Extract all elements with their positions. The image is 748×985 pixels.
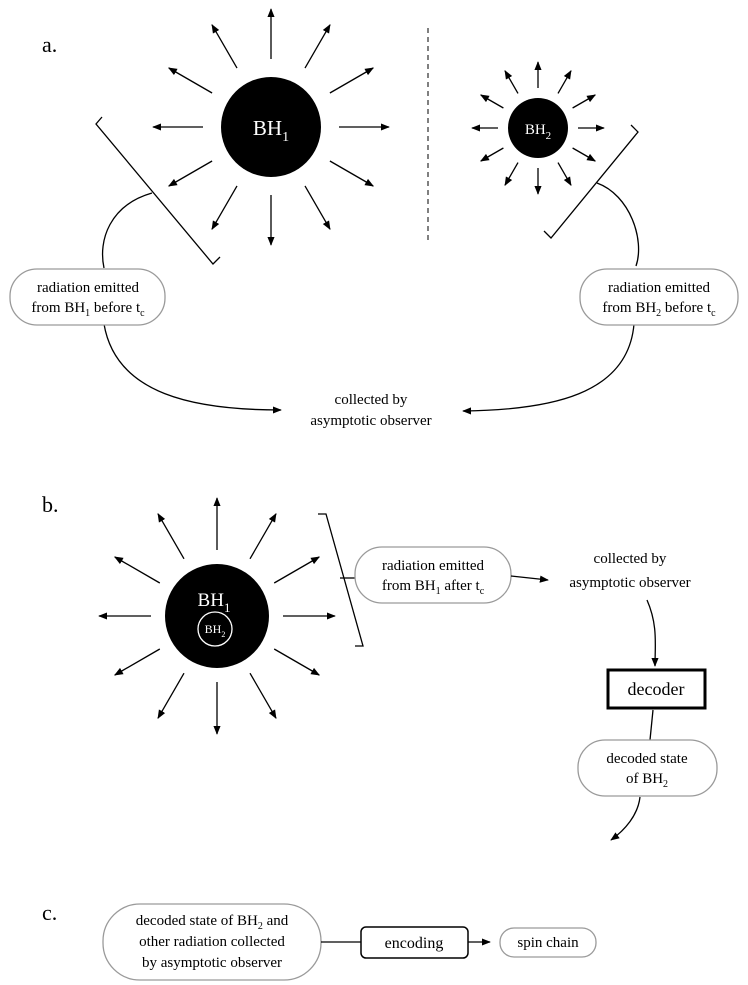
radiation-arrow [157, 513, 185, 560]
radiation-arrow [211, 185, 238, 230]
decoder-output-line [649, 709, 654, 741]
radiation-bh1-after-line1: radiation emitted [382, 558, 485, 574]
radiation-arrow [480, 94, 504, 109]
bracket1-connector [101, 192, 153, 269]
collected-by-b-line1: collected by [594, 551, 667, 567]
radiation-arrow [480, 147, 504, 162]
radiation-bh2-before-bubble [579, 268, 739, 326]
collected-by-b-line2: asymptotic observer [569, 575, 690, 591]
radiation-bh1-after-bubble [354, 546, 512, 604]
bh1-radiation-rays [152, 8, 390, 246]
decoder-box [606, 668, 707, 710]
radiation-arrow [329, 67, 374, 94]
panel-a-label: a. [42, 32, 57, 57]
black-hole-2-inner [197, 611, 233, 647]
bh2-inner-label: BH2 [205, 622, 226, 639]
arrow-from-decoded-state [610, 796, 641, 841]
collected-by-line2: asymptotic observer [310, 413, 431, 429]
radiation-bh1-after-line2: from BH1 after tc [382, 578, 485, 597]
radiation-arrow [504, 162, 519, 186]
radiation-bh2-before-line1: radiation emitted [608, 280, 711, 296]
radiation-arrow [572, 94, 596, 109]
radiation-arrow [114, 648, 161, 676]
radiation-arrow [273, 648, 320, 676]
radiation-arrow [329, 160, 374, 187]
radiation-arrow [304, 24, 331, 69]
bh2-radiation-rays [471, 61, 605, 195]
decoded-state-line2: of BH2 [626, 771, 668, 790]
decoder-label: decoder [628, 679, 685, 699]
decoded-state-bubble [577, 739, 718, 797]
spin-chain-bubble [499, 927, 597, 958]
radiation-bh1-before-line2: from BH1 before tc [31, 300, 145, 319]
radiation-arrow [304, 185, 331, 230]
encoding-label: encoding [385, 935, 444, 952]
radiation-bh2-before-line2: from BH2 before tc [602, 300, 716, 319]
radiation-arrow [168, 67, 213, 94]
radiation-arrow [557, 70, 572, 94]
radiation-arrow [168, 160, 213, 187]
radiation-arrow [157, 672, 185, 719]
black-hole-2 [508, 98, 568, 158]
black-hole-1-merged [165, 564, 269, 668]
panel-c-line1: decoded state of BH2 and [136, 913, 289, 932]
arrow-to-decoder [646, 599, 659, 667]
arrow-to-observer-left [103, 323, 282, 414]
panel-c-line3: by asymptotic observer [142, 955, 282, 971]
panel-b-label: b. [42, 492, 59, 517]
radiation-arrow [273, 556, 320, 584]
panel-c-line2: other radiation collected [139, 934, 285, 950]
bh1-after-radiation-bracket [318, 513, 364, 647]
black-hole-1 [221, 77, 321, 177]
radiation-arrow [249, 513, 277, 560]
decoded-state-line1: decoded state [606, 751, 688, 767]
radiation-arrow [557, 162, 572, 186]
spin-chain-label: spin chain [517, 935, 579, 951]
radiation-arrow [572, 147, 596, 162]
arrow-to-observer-right [462, 323, 635, 415]
panel-c-label: c. [42, 900, 57, 925]
radiation-arrow [211, 24, 238, 69]
bh1-label: BH1 [253, 116, 289, 145]
bh2-label: BH2 [525, 122, 551, 142]
radiation-arrow [114, 556, 161, 584]
bh1-merged-label: BH1 [198, 590, 231, 615]
radiation-bh1-before-bubble [9, 268, 166, 326]
bh1-after-radiation-rays [98, 497, 336, 735]
radiation-bh1-before-line1: radiation emitted [37, 280, 140, 296]
radiation-arrow [504, 70, 519, 94]
bh2-radiation-bracket [543, 124, 639, 239]
radiation-arrow [249, 672, 277, 719]
bh1-radiation-bracket [95, 116, 221, 265]
bracket2-connector [596, 182, 640, 267]
arrow-to-observer-b [510, 575, 549, 583]
collected-by-line1: collected by [335, 392, 408, 408]
